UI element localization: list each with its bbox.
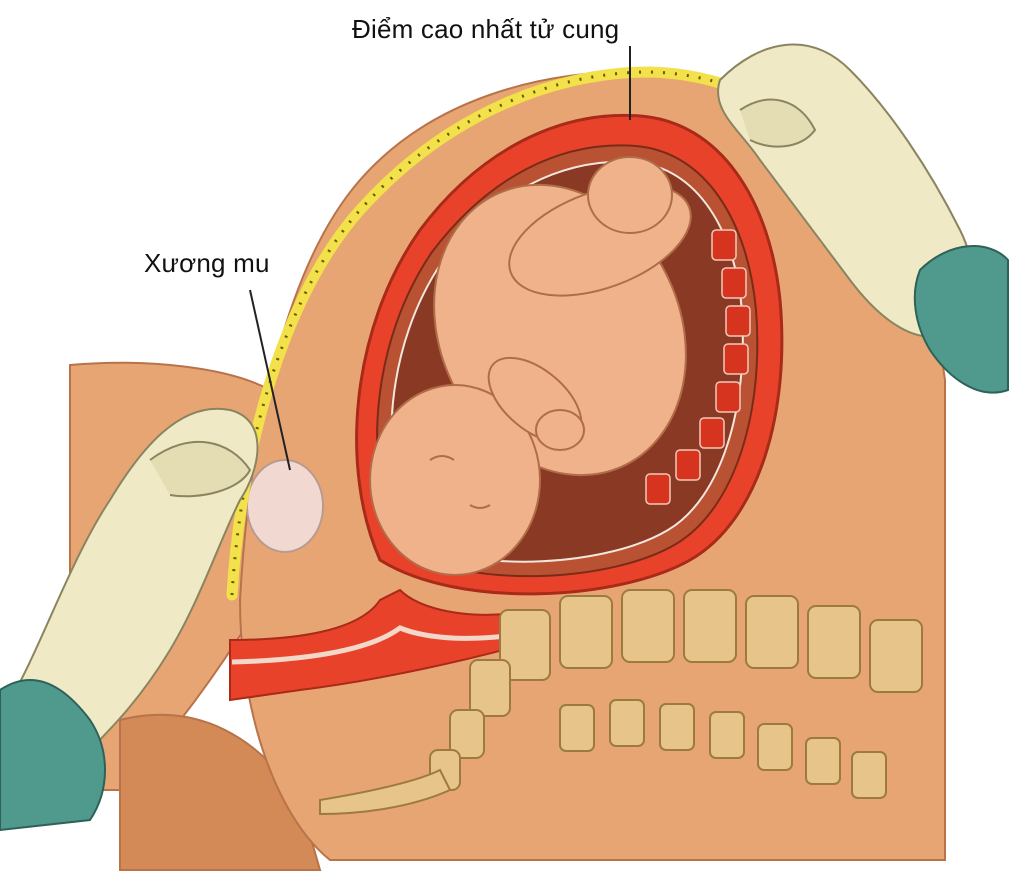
fetus-hand (536, 410, 584, 450)
pubic-bone-label: Xương mu (144, 248, 270, 279)
fetus-knee (588, 157, 672, 233)
fundus-label: Điểm cao nhất tử cung (352, 14, 619, 45)
pubic-bone (247, 460, 323, 552)
